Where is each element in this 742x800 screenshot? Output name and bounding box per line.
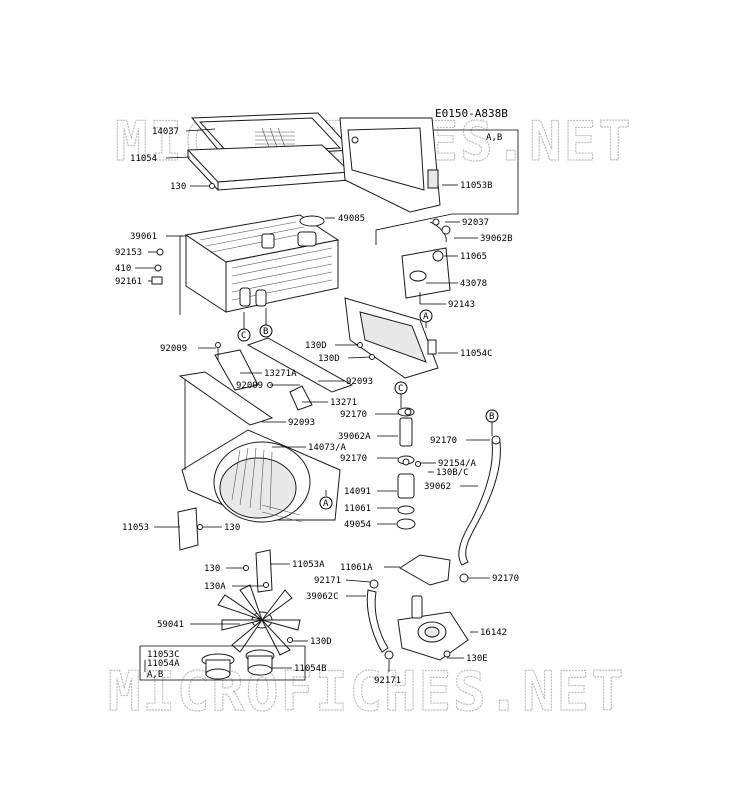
hose-39062c xyxy=(366,589,389,653)
marker-c1: C xyxy=(241,331,246,341)
label-ab-top: A,B xyxy=(486,133,502,143)
label-13271a: 13271A xyxy=(264,369,297,379)
label-14037: 14037 xyxy=(152,127,179,137)
clamp-92171-top xyxy=(369,579,379,589)
cooling-fan xyxy=(217,584,301,656)
gasket-11061a xyxy=(399,554,451,586)
label-130-low: 130 xyxy=(204,564,220,574)
label-39062a: 39062A xyxy=(338,432,371,442)
hose-39062 xyxy=(458,441,501,566)
label-49085: 49085 xyxy=(338,214,365,224)
label-59041: 59041 xyxy=(157,620,184,630)
fan-spacer-right xyxy=(245,649,275,676)
bracket-11053a xyxy=(255,549,273,593)
label-11053: 11053 xyxy=(122,523,149,533)
label-130bc: 130B/C xyxy=(436,468,469,478)
marker-a2: A xyxy=(323,499,329,509)
label-39062b: 39062B xyxy=(480,234,513,244)
label-49054: 49054 xyxy=(344,520,371,530)
label-92153: 92153 xyxy=(115,248,142,258)
fan-shroud xyxy=(181,429,341,523)
watermark-bottom: MICROFICHES.NET xyxy=(108,660,626,723)
label-14091: 14091 xyxy=(344,487,371,497)
label-92170-b: 92170 xyxy=(340,454,367,464)
label-11054: 11054 xyxy=(130,154,157,164)
label-92143: 92143 xyxy=(448,300,475,310)
clamp-92171-bottom xyxy=(384,650,394,660)
marker-b2: B xyxy=(489,412,494,422)
label-92161: 92161 xyxy=(115,277,142,287)
reserve-tank xyxy=(401,221,451,299)
label-11054b: 11054B xyxy=(294,664,327,674)
label-13271: 13271 xyxy=(330,398,357,408)
label-92154a: 92154/A xyxy=(438,459,477,469)
label-92170-a: 92170 xyxy=(340,410,367,420)
marker-c2: C xyxy=(398,384,403,394)
label-ab-bottom: A,B xyxy=(147,670,163,680)
bracket-11054c xyxy=(344,297,439,379)
fan-spacer-left xyxy=(201,653,235,680)
label-410: 410 xyxy=(115,264,131,274)
leader-lines xyxy=(135,128,519,681)
label-11053a: 11053A xyxy=(292,560,325,570)
grommet-92161 xyxy=(151,276,163,285)
label-11054c: 11054C xyxy=(460,349,493,359)
water-pump xyxy=(397,595,469,661)
label-11053c: 11053C xyxy=(147,650,180,660)
part-labels: 14037 11054 130 49085 39061 92153 410 92… xyxy=(115,127,519,686)
washer-410 xyxy=(154,264,162,272)
label-39062c: 39062C xyxy=(306,592,339,602)
label-11061a: 11061A xyxy=(340,563,373,573)
label-130-top: 130 xyxy=(170,182,186,192)
label-11065: 11065 xyxy=(460,252,487,262)
connector-markers: C B A C B A xyxy=(237,309,499,510)
label-43078: 43078 xyxy=(460,279,487,289)
label-130d-c: 130D xyxy=(310,637,332,647)
clamp-92170 xyxy=(459,573,469,583)
label-92093-a: 92093 xyxy=(346,377,373,387)
baffle-plates xyxy=(178,337,354,426)
label-130e: 130E xyxy=(466,654,488,664)
bracket-11053 xyxy=(177,507,199,551)
label-11061: 11061 xyxy=(344,504,371,514)
radiator-cap xyxy=(299,215,325,227)
label-11054a: 11054A xyxy=(147,659,180,669)
radiator-part xyxy=(184,214,340,313)
marker-a1: A xyxy=(423,312,429,322)
label-92170-d: 92170 xyxy=(492,574,519,584)
label-39061: 39061 xyxy=(130,232,157,242)
label-92171-a: 92171 xyxy=(314,576,341,586)
label-11053b: 11053B xyxy=(460,181,493,191)
label-14073a: 14073/A xyxy=(308,443,347,453)
label-130-mid: 130 xyxy=(224,523,240,533)
label-92009-a: 92009 xyxy=(160,344,187,354)
bolt-92153 xyxy=(156,248,164,256)
thermostat-group xyxy=(396,407,421,530)
label-130a: 130A xyxy=(204,582,226,592)
label-39062: 39062 xyxy=(424,482,451,492)
label-130d-a: 130D xyxy=(305,341,327,351)
label-92093-b: 92093 xyxy=(288,418,315,428)
marker-b1: B xyxy=(263,327,268,337)
label-92170-c: 92170 xyxy=(430,436,457,446)
bracket-11053b xyxy=(339,117,441,213)
label-92171-b: 92171 xyxy=(374,676,401,686)
label-92009-b: 92009 xyxy=(236,381,263,391)
reference-code: E0150-A838B xyxy=(435,107,508,120)
label-92037: 92037 xyxy=(462,218,489,228)
label-130d-b: 130D xyxy=(318,354,340,364)
label-16142: 16142 xyxy=(480,628,507,638)
